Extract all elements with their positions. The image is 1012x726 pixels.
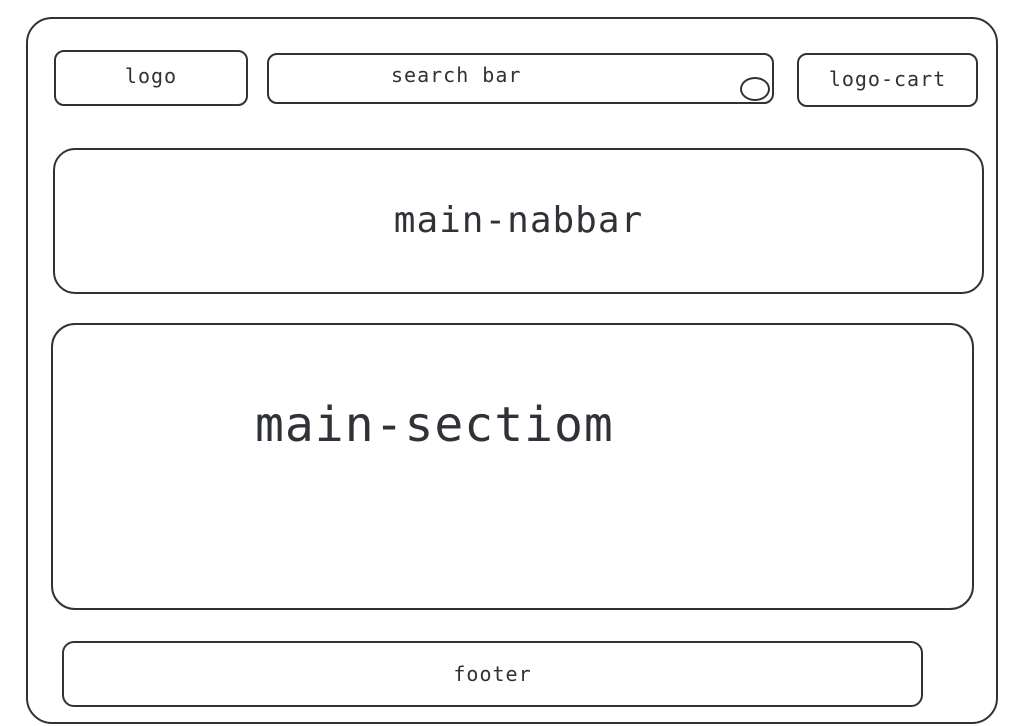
cart-logo-label: logo-cart xyxy=(828,67,947,91)
footer: footer xyxy=(62,641,923,707)
main-section: main-sectiom xyxy=(51,323,974,610)
footer-label: footer xyxy=(453,662,532,686)
search-bar-label: search bar xyxy=(391,63,522,87)
search-icon[interactable] xyxy=(740,77,770,101)
search-bar[interactable]: search bar xyxy=(267,53,774,104)
logo-label: logo xyxy=(124,64,178,88)
page-frame xyxy=(26,17,998,724)
logo-box[interactable]: logo xyxy=(54,50,248,106)
main-navbar-label: main-nabbar xyxy=(393,199,644,241)
main-navbar[interactable]: main-nabbar xyxy=(53,148,984,294)
main-section-label: main-sectiom xyxy=(255,397,614,453)
cart-logo-box[interactable]: logo-cart xyxy=(797,53,978,107)
